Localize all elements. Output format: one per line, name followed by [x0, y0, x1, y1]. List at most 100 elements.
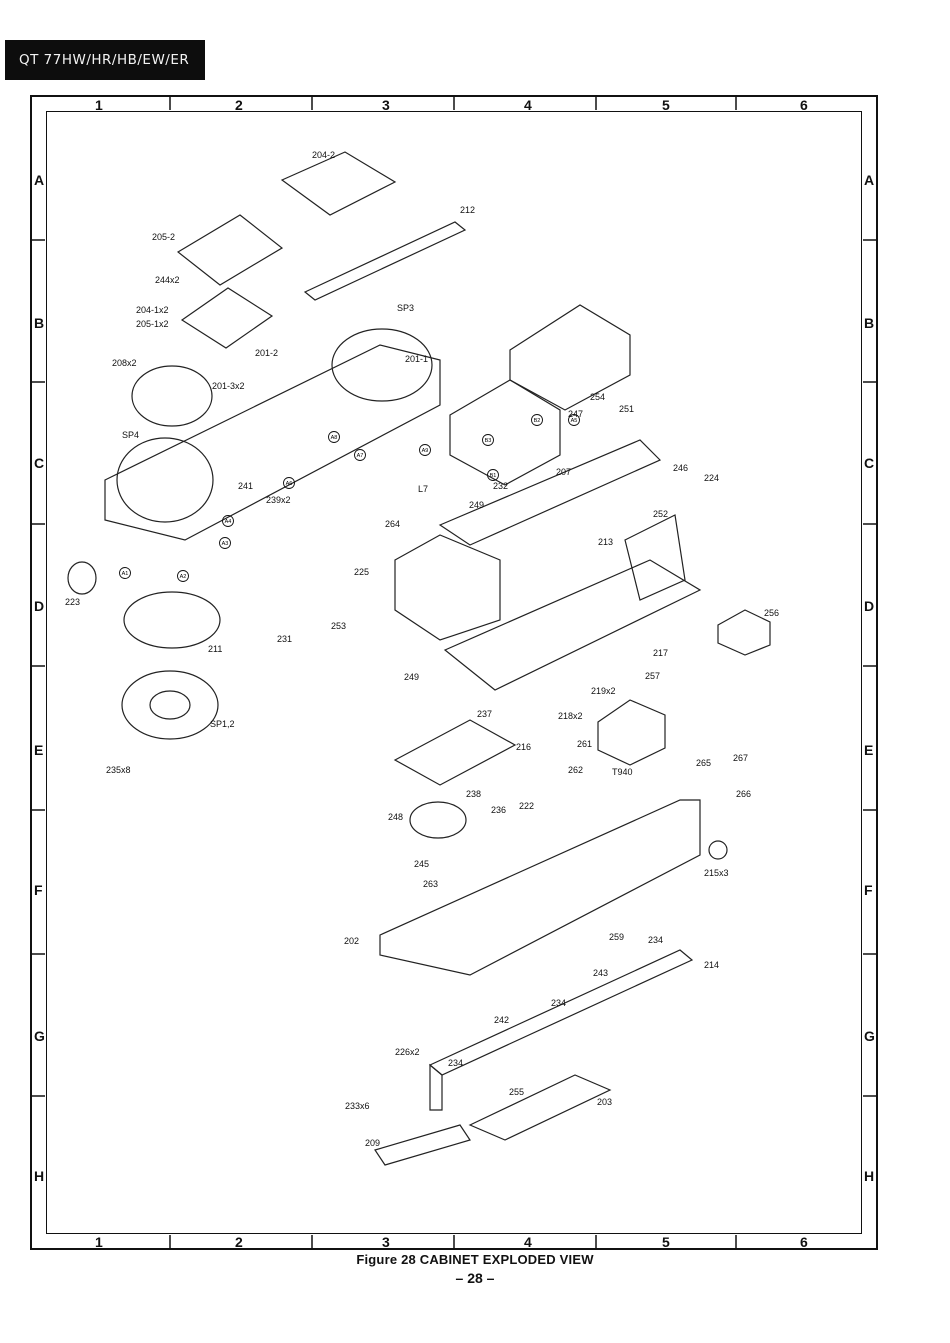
- part-label: 256: [764, 608, 779, 618]
- callout-circle: [568, 414, 580, 426]
- part-label: 247: [568, 409, 583, 419]
- callout-label: A7: [357, 453, 364, 459]
- part-label: 226x2: [395, 1047, 420, 1057]
- part-label: 232: [493, 481, 508, 491]
- reel-248: [409, 801, 467, 839]
- callout-label: A6: [286, 481, 293, 487]
- grid-row-label-right: H: [864, 1168, 875, 1184]
- rail-212: [303, 221, 467, 301]
- speaker-opening-left: [116, 437, 214, 523]
- part-label: 253: [331, 621, 346, 631]
- cassette-holder-204-1: [180, 287, 274, 349]
- part-label: 237: [477, 709, 492, 719]
- part-label: 205-1x2: [136, 319, 169, 329]
- callout-label: A8: [331, 435, 338, 441]
- grid-column-label-bottom: 4: [524, 1234, 532, 1250]
- grid-row-label-left: G: [34, 1028, 45, 1044]
- part-label: 223: [65, 597, 80, 607]
- part-label: 239x2: [266, 495, 291, 505]
- part-label: 259: [609, 932, 624, 942]
- part-label: 219x2: [591, 686, 616, 696]
- callout-circle: [177, 570, 189, 582]
- grid-column-label-top: 5: [662, 97, 670, 113]
- part-label: 236: [491, 805, 506, 815]
- grid-column-label-top: 1: [95, 97, 103, 113]
- part-label: 248: [388, 812, 403, 822]
- bracket-225: [394, 534, 501, 641]
- tape-mechanism-lower: [449, 379, 561, 486]
- part-label: 243: [593, 968, 608, 978]
- part-label: 234: [551, 998, 566, 1008]
- callout-circle: [482, 434, 494, 446]
- part-label: 204-1x2: [136, 305, 169, 315]
- knob-223: [67, 561, 97, 595]
- rear-cabinet-202: [379, 799, 701, 976]
- grid-column-label-bottom: 2: [235, 1234, 243, 1250]
- callout-label: A1: [122, 571, 129, 577]
- callout-circle: [283, 477, 295, 489]
- part-label: 233x6: [345, 1101, 370, 1111]
- part-label: T940: [612, 767, 633, 777]
- grid-row-label-right: A: [864, 172, 875, 188]
- speaker-ring-208: [131, 365, 213, 427]
- grid-column-label-bottom: 1: [95, 1234, 103, 1250]
- page-number: – 28 –: [455, 1270, 495, 1286]
- part-label: 225: [354, 567, 369, 577]
- part-label: 216: [516, 742, 531, 752]
- part-label: 264: [385, 519, 400, 529]
- grid-column-label-top: 2: [235, 97, 243, 113]
- part-label: SP4: [122, 430, 139, 440]
- part-label: 267: [733, 753, 748, 763]
- part-label: 218x2: [558, 711, 583, 721]
- callout-circle: [487, 469, 499, 481]
- callout-label: B2: [534, 418, 541, 424]
- part-label: 249: [404, 672, 419, 682]
- callout-label: B3: [485, 438, 492, 444]
- grid-column-label-bottom: 6: [800, 1234, 808, 1250]
- part-label: 212: [460, 205, 475, 215]
- part-label: 244x2: [155, 275, 180, 285]
- part-label: 211: [208, 644, 222, 654]
- part-label: 201-2: [255, 348, 278, 358]
- part-label: 241: [238, 481, 253, 491]
- callout-label: A2: [180, 574, 187, 580]
- part-label: 242: [494, 1015, 509, 1025]
- part-label: 265: [696, 758, 711, 768]
- grid-row-label-left: A: [34, 172, 45, 188]
- part-label: L7: [418, 484, 428, 494]
- part-label: 251: [619, 404, 634, 414]
- front-cabinet-201: [104, 344, 441, 541]
- cassette-lid-205-2: [176, 214, 284, 286]
- part-label: 245: [414, 859, 429, 869]
- callout-label: A9: [422, 448, 429, 454]
- part-label: 208x2: [112, 358, 137, 368]
- part-label: 201-1: [405, 354, 428, 364]
- part-label: 254: [590, 392, 605, 402]
- part-label: 261: [577, 739, 592, 749]
- callout-label: B1: [490, 473, 497, 479]
- part-label: 246: [673, 463, 688, 473]
- part-label: SP3: [397, 303, 414, 313]
- grid-row-label-right: F: [864, 882, 873, 898]
- part-label: SP1,2: [210, 719, 235, 729]
- grid-row-label-left: E: [34, 742, 44, 758]
- part-label: 214: [704, 960, 719, 970]
- figure-caption: Figure 28 CABINET EXPLODED VIEW: [356, 1252, 594, 1267]
- part-label: 203: [597, 1097, 612, 1107]
- main-pcb: [443, 559, 702, 691]
- speaker-sp1-2: [121, 670, 219, 740]
- part-label: 235x8: [106, 765, 131, 775]
- transformer-t940: [597, 699, 666, 766]
- part-label: 257: [645, 671, 660, 681]
- grid-row-label-right: B: [864, 315, 875, 331]
- chassis-207: [438, 439, 662, 546]
- callout-label: A4: [225, 519, 232, 525]
- part-label: 204-2: [312, 150, 335, 160]
- part-label: 205-2: [152, 232, 175, 242]
- callout-label: A3: [222, 541, 229, 547]
- part-label: 234: [648, 935, 663, 945]
- part-label: 252: [653, 509, 668, 519]
- battery-cover-203: [468, 1074, 612, 1141]
- knob-215: [708, 840, 728, 860]
